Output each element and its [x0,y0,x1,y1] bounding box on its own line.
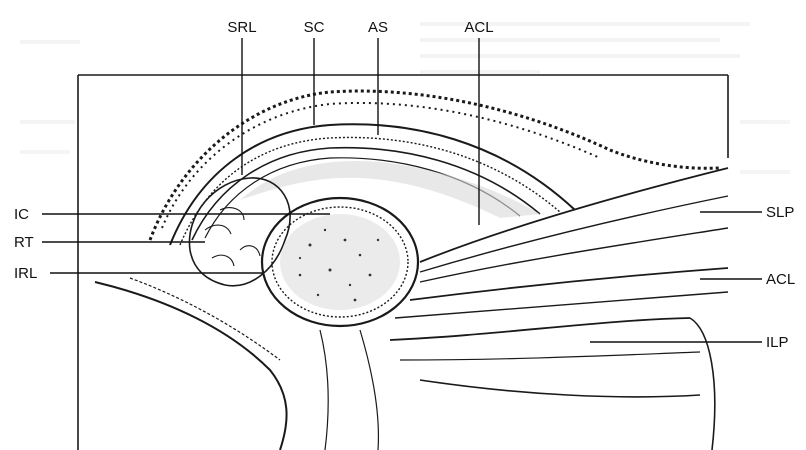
label-srl: SRL [227,19,256,36]
label-rt: RT [14,234,34,251]
label-ilp: ILP [766,334,789,351]
label-sc: SC [304,19,325,36]
label-ic: IC [14,206,29,223]
brow-hatching [150,91,720,240]
globe [262,198,418,326]
show-through-text [20,22,790,174]
label-acl-top: ACL [464,19,493,36]
label-irl: IRL [14,265,37,282]
leader-lines [42,38,762,342]
rectus-tissue [189,178,290,286]
diagram-labels: SRL SC AS ACL IC RT IRL SLP ACL ILP [14,19,795,351]
label-acl-right: ACL [766,271,795,288]
figure-frame [78,75,728,450]
label-slp: SLP [766,204,794,221]
label-as: AS [368,19,388,36]
